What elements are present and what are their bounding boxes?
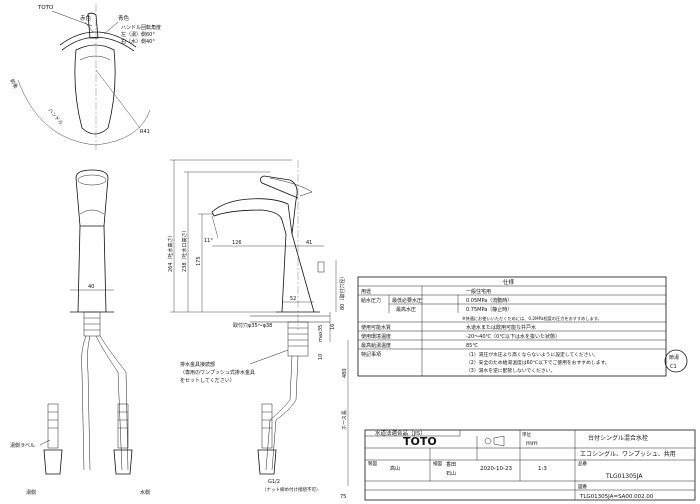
checker-2: 石山 [446,470,456,477]
spec-sub-1: 最低必要水圧 [392,297,422,304]
stamp-line1: 節湯 [669,354,679,361]
side-view: 264（吐水高さ） 238（吐水口高さ） 175 126 41 11° 52 8… [167,159,349,500]
drain-note-2: （専用のワンプッシュ式排水金具 [180,369,255,376]
dim-175: 175 [196,256,202,266]
model-number: TLG01305JA [605,473,643,480]
cold-side-label: 水側 [140,489,150,496]
drawing-scale: 1:3 [538,466,547,472]
thread-label: G1/2 [268,479,280,485]
spec-label-0: 用途 [361,288,371,295]
unit-label: 単位 [522,431,531,438]
dim-11deg: 11° [204,238,213,244]
spec-value-5: -20～40℃（0℃以下は水を抜いた状態） [466,333,560,340]
spec-value-7: （1）湯圧が水圧より高くならないように設定してください。 [466,351,598,358]
water-cert: 水道法適合品（JIS） [375,429,426,437]
drawn-by: 高山 [390,465,400,472]
mount-note: 取付穴φ35～φ38 [233,322,272,329]
title-block: 水道法適合品（JIS） TOTO 単位 mm 台付シングル混合水栓 エコシングル… [364,429,696,501]
dim-126: 126 [232,240,242,246]
brand-logo: TOTO [403,435,437,448]
dim-40: 40 [88,284,94,290]
model-label: 品番 [578,460,587,467]
hot-hose-label: 湯側ラベル [10,442,35,449]
drawing-number: TLG01305JA=SA00.002.00 [579,494,654,500]
spec-label-4: 使用可能水質 [361,324,391,331]
spec-value-2: 0.75MPa（静止時） [466,306,512,313]
spec-sub-2: 最高水圧 [396,306,416,313]
dim-16: 16 [330,324,336,330]
spec-value-0: 一般住宅用 [466,288,491,295]
drawing-no-label: 図番 [578,483,587,490]
dim-238: 238（吐水口高さ） [181,227,188,272]
thread-note: （ナット締め付け接続不可） [262,486,321,493]
spec-label-7: 特記事項 [361,351,381,358]
cold-indicator-label: 青色 [118,14,130,22]
stamp-line2: C1 [670,364,677,370]
drawn-label: 製図 [368,460,377,467]
dim-52: 52 [290,296,296,302]
handle-angle-title: ハンドル回転角度 [121,24,161,31]
brand-label: TOTO [37,5,54,11]
product-name: 台付シングル混合水栓 [588,434,648,442]
dim-41: 41 [306,240,312,246]
spec-table: 仕様 用途 一般住宅用 給水圧力 最低必要水圧 0.05MPa（流動時） 最高水… [357,276,667,377]
spec-value-8: （2）安全のため給湯温度は60℃以下でご使用をおすすめします。 [466,359,610,366]
dim-radius: R41 [140,129,150,135]
dim-front: 前後 [8,78,19,90]
spec-label-5: 使用環境温度 [361,333,391,340]
dim-max35: max35 [318,325,324,342]
spec-value-6: 85℃ [466,343,478,349]
dim-hose-length: 480 [342,368,348,378]
spec-label-1: 給水圧力 [361,297,381,304]
dim-hose-label: ホース長 [342,410,348,430]
handle-angle-right: 右（水）側40° [121,38,155,45]
drain-note-1: 排水金具接続部 [180,361,215,368]
dim-10: 10 [318,354,324,360]
projection-symbol [484,435,505,447]
spec-value-3: ※快適にお使いいただくためには、0.2MPa程度の圧力をおすすめします。 [462,315,602,322]
spec-title: 仕様 [503,278,515,286]
handle-angle-left: 左（湯）側60° [121,31,155,38]
dim-handle: ハンドル [46,107,63,126]
drawing-date: 2020-10-23 [480,466,512,472]
dim-264: 264（吐水高さ） [167,232,174,272]
dim-80: 80（取付穴径） [339,274,346,310]
spec-value-9: （3）湯水を逆に配管しないでください。 [466,367,555,374]
product-sub: エコシングル、ワンプッシュ、共用 [580,450,676,458]
check-label: 検図 [433,460,442,467]
front-view: 40 湯側ラベル 湯側 水側 [10,169,150,496]
water-saving-stamp: 節湯 C1 [664,349,688,373]
spec-value-1: 0.05MPa（流動時） [466,297,512,304]
top-view: TOTO 赤色 青色 ハンドル回転角度 左（湯）側60° 右（水）側40° R4… [8,4,161,150]
spec-label-6: 最高給湯温度 [361,342,391,349]
unit-value: mm [526,440,538,447]
spec-value-4: 水道水または飲用可能な井戸水 [466,324,536,331]
hot-side-label: 湯側 [26,489,36,496]
drain-note-3: をセットしてください） [180,377,235,384]
hot-indicator-label: 赤色 [80,14,92,22]
checker-1: 香田 [446,461,456,468]
dim-75: 75 [340,494,346,500]
